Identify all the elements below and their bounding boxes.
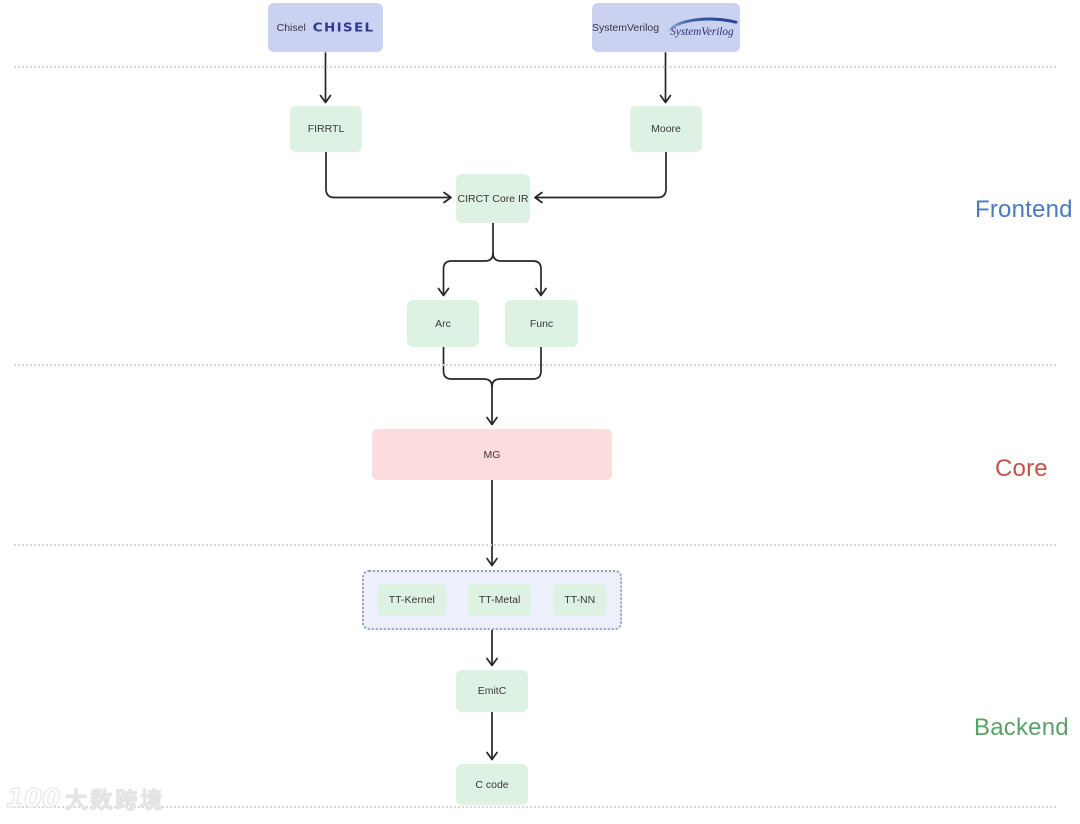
arrowhead-down-icon [486,416,498,426]
edge-circt-arc [442,222,494,296]
node-circt-core-ir: CIRCT Core IR [456,174,530,223]
stage-label-backend: Backend [974,714,1069,741]
chisel-logo-icon: CHISEL [312,20,375,35]
arrowhead-left-icon [534,191,543,204]
tt-dialect-group: TT-Kernel TT-Metal TT-NN [362,570,622,630]
systemverilog-logo-icon: SystemVerilog [666,17,738,37]
edge-circt-func [492,252,542,296]
node-c-code: C code [456,764,528,805]
edge-arc-mg [442,346,493,425]
watermark-text: 大数跨境 [65,789,166,815]
section-divider-top [14,66,1056,68]
node-tt-nn: TT-NN [553,584,607,616]
node-arc: Arc [407,300,479,347]
arrowhead-down-icon [486,751,498,761]
systemverilog-label: SystemVerilog [592,21,660,34]
section-divider-core-backend [14,544,1056,546]
arrowhead-down-icon [319,94,332,104]
node-mg: MG [372,429,612,480]
node-systemverilog-source: SystemVerilog SystemVerilog [592,3,740,52]
arrowhead-right-icon [443,191,452,204]
node-moore: Moore [630,106,702,152]
edge-firrtl-circt [325,151,452,199]
swoosh-arc [666,17,738,33]
node-chisel-source: Chisel CHISEL [268,3,383,52]
node-func: Func [505,300,578,347]
watermark: 100 大数跨境 [5,783,166,815]
watermark-logo-icon: 100 [5,784,61,815]
section-divider-frontend-core [14,364,1056,366]
swoosh-tail [667,30,697,37]
section-divider-bottom [14,806,1056,808]
node-tt-kernel: TT-Kernel [377,584,446,616]
edge-moore-circt [534,151,667,199]
chisel-label: Chisel [276,21,306,34]
arrowhead-down-icon [535,287,547,297]
node-tt-metal: TT-Metal [467,584,532,616]
arrowhead-down-icon [437,287,450,297]
arrowhead-down-icon [486,557,498,567]
node-emitc: EmitC [456,670,528,712]
edge-func-mg [491,346,542,388]
systemverilog-logo-text: SystemVerilog [670,25,734,37]
stage-label-frontend: Frontend [975,196,1073,223]
arrowhead-down-icon [659,94,672,104]
stage-label-core: Core [995,455,1048,482]
node-firrtl: FIRRTL [290,106,362,152]
arrowhead-down-icon [486,657,498,667]
